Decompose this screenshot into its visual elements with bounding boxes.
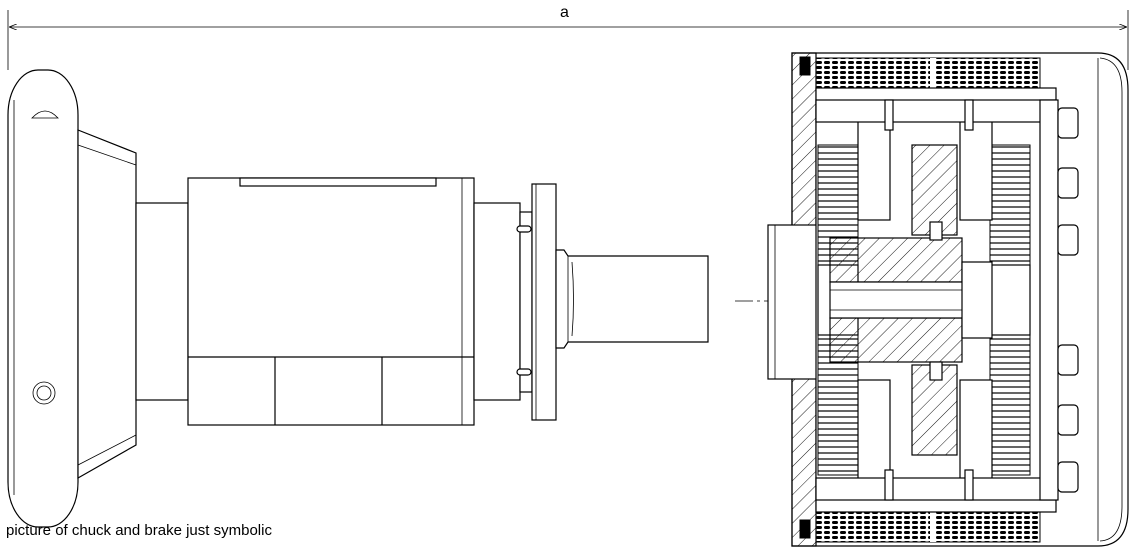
dimension-line bbox=[7, 10, 1129, 70]
dimension-label: a bbox=[560, 4, 569, 21]
motor bbox=[135, 177, 557, 426]
shaft bbox=[555, 249, 709, 349]
bolt-heads bbox=[1057, 107, 1079, 493]
caption: picture of chuck and brake just symbolic bbox=[6, 522, 272, 539]
chuck bbox=[7, 69, 137, 528]
brake bbox=[767, 52, 1129, 547]
